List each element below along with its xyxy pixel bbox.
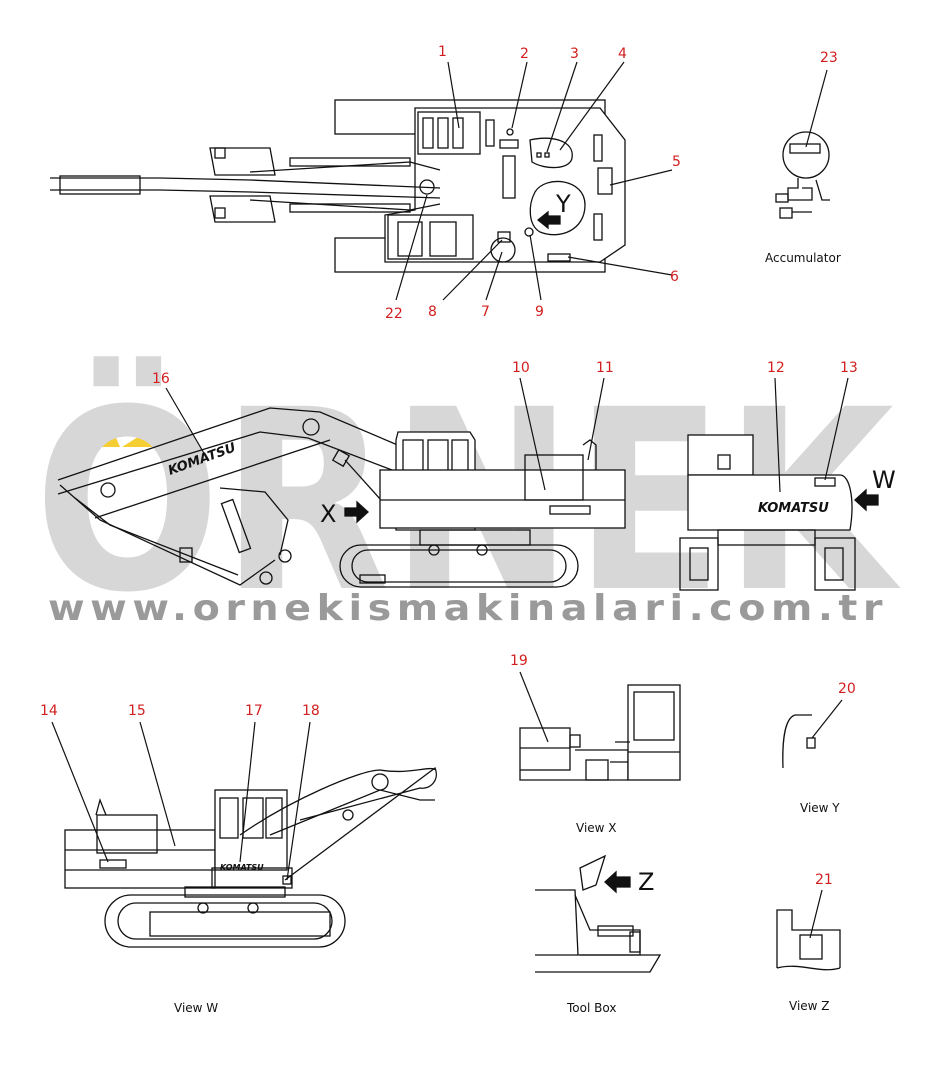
- watermark-accent: [82, 428, 160, 447]
- caption-view-x: View X: [576, 821, 617, 835]
- machine-side-view: X: [320, 431, 626, 588]
- top-view: Y: [50, 99, 626, 273]
- caption-view-y: View Y: [800, 801, 840, 815]
- rear-view: KOMATSU W: [679, 434, 896, 591]
- caption-view-w: View W: [174, 1001, 218, 1015]
- callout-9: 9: [535, 304, 544, 320]
- caption-view-z: View Z: [789, 999, 830, 1013]
- callout-16: 16: [152, 371, 170, 387]
- callout-17: 17: [245, 703, 263, 719]
- callout-5: 5: [672, 154, 681, 170]
- arrow-letter-y: Y: [555, 190, 571, 218]
- arrow-letter-w: W: [872, 466, 896, 494]
- callout-4: 4: [618, 46, 627, 62]
- callout-20: 20: [838, 681, 856, 697]
- callout-10: 10: [512, 360, 530, 376]
- callout-13: 13: [840, 360, 858, 376]
- callout-14: 14: [40, 703, 58, 719]
- captions: Accumulator View X View Y View W Tool Bo…: [174, 251, 841, 1015]
- callout-11: 11: [596, 360, 614, 376]
- caption-tool-box: Tool Box: [566, 1001, 616, 1015]
- arrow-letter-z: Z: [638, 868, 654, 896]
- callout-8: 8: [428, 304, 437, 320]
- callout-18: 18: [302, 703, 320, 719]
- view-w-brand-label: KOMATSU: [220, 863, 264, 872]
- callout-19: 19: [510, 653, 528, 669]
- arrow-letter-x: X: [320, 500, 336, 528]
- rear-brand-label: KOMATSU: [758, 501, 829, 516]
- accumulator-detail: [775, 131, 830, 219]
- callout-numbers: 1 2 3 4 5 6 7 8 9 10 11 12 13 14 15 16 1…: [40, 44, 858, 888]
- view-x-drawing: [519, 684, 681, 781]
- leader-lines: [51, 61, 849, 939]
- tool-box-drawing: Z: [535, 854, 662, 973]
- view-z-drawing: [776, 909, 841, 971]
- view-y-drawing: [782, 714, 816, 769]
- callout-15: 15: [128, 703, 146, 719]
- callout-7: 7: [481, 304, 490, 320]
- view-w-drawing: KOMATSU: [64, 766, 437, 948]
- callout-21: 21: [815, 872, 833, 888]
- callout-3: 3: [570, 46, 579, 62]
- callout-22: 22: [385, 306, 403, 322]
- callout-12: 12: [767, 360, 785, 376]
- callout-1: 1: [438, 44, 447, 60]
- callout-2: 2: [520, 46, 529, 62]
- watermark-url: www.ornekismakinalari.com.tr: [48, 588, 888, 629]
- callout-23: 23: [820, 50, 838, 66]
- caption-accumulator: Accumulator: [765, 251, 841, 265]
- callout-6: 6: [670, 269, 679, 285]
